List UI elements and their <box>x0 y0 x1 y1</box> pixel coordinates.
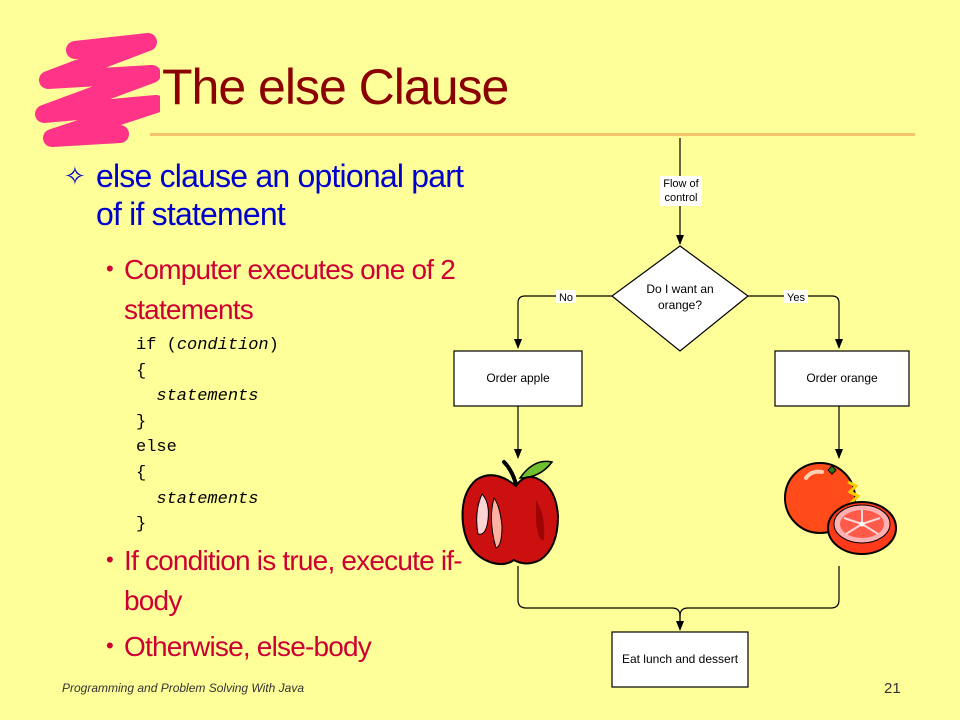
flow-merge-left <box>517 566 681 622</box>
bullet-sub-2: • If condition is true, execute if-body <box>106 541 466 621</box>
diamond-bullet-icon: ✧ <box>64 161 86 191</box>
flow-label-bg <box>660 176 702 206</box>
bullet-main: ✧ else clause an optional part of if sta… <box>64 157 470 233</box>
code-brace-close-1: } <box>136 412 147 432</box>
bullet-sub-2-text: If condition is true, execute if-body <box>124 545 463 616</box>
yes-label-bg <box>784 290 808 303</box>
bullet-main-text: else clause an optional part of if state… <box>96 158 464 232</box>
bullet-sub-3: • Otherwise, else-body <box>106 627 466 667</box>
code-condition: condition <box>176 336 269 355</box>
decision-text-line1: Do I want an <box>646 282 713 296</box>
eat-lunch-text: Eat lunch and dessert <box>622 652 739 666</box>
bullet-sub-1-text: Computer executes one of 2 statements <box>124 254 456 325</box>
code-paren-open: ( <box>166 336 177 355</box>
dot-bullet-icon: • <box>106 633 114 658</box>
order-orange-text: Order orange <box>806 371 878 385</box>
flow-merge-right <box>679 566 840 617</box>
decision-text-line2: orange? <box>658 298 702 312</box>
flow-arrow-yes <box>748 295 843 349</box>
slide-title: The else Clause <box>162 59 509 115</box>
code-statements-1: statements <box>156 387 259 407</box>
dot-bullet-icon: • <box>106 547 114 572</box>
bullet-sub-3-text: Otherwise, else-body <box>124 631 372 662</box>
marker-decoration <box>35 33 160 147</box>
footer-course: Programming and Problem Solving With Jav… <box>62 681 304 695</box>
title-underline <box>150 133 915 136</box>
code-brace-open-2: { <box>136 463 147 483</box>
order-orange-box <box>774 350 910 407</box>
code-paren-close: ) <box>268 336 279 355</box>
decision-diamond <box>611 245 749 352</box>
order-apple-text: Order apple <box>486 371 550 385</box>
dot-bullet-icon: • <box>106 256 114 281</box>
code-brace-open-1: { <box>136 361 147 381</box>
code-statements-2: statements <box>156 489 259 509</box>
yes-label: Yes <box>787 292 805 304</box>
flow-label-line1: Flow of <box>663 178 699 190</box>
code-kw-if: if <box>136 336 157 355</box>
apple-icon <box>461 460 560 566</box>
flow-label-line2: control <box>664 192 697 204</box>
orange-icon <box>784 462 897 555</box>
code-block: if (condition) { statements } else { sta… <box>136 333 279 538</box>
eat-lunch-box <box>611 631 749 688</box>
flow-arrow-no <box>514 295 612 349</box>
no-label: No <box>559 292 573 304</box>
page-number: 21 <box>884 680 901 697</box>
no-label-bg <box>556 290 576 303</box>
order-apple-box <box>453 350 583 407</box>
code-kw-else: else <box>136 438 177 458</box>
bullet-sub-1: • Computer executes one of 2 statements <box>106 250 466 330</box>
code-brace-close-2: } <box>136 515 147 535</box>
